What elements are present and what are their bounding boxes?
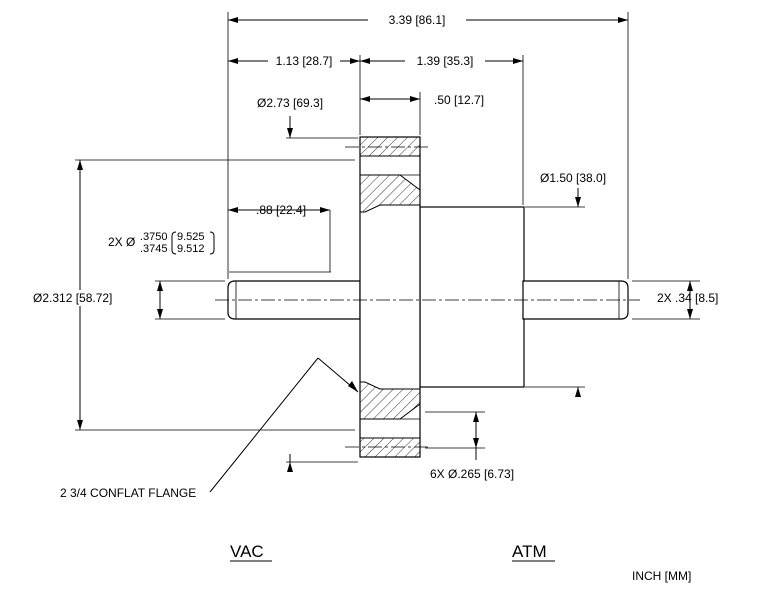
- dimension-arrow-icon: [287, 462, 293, 472]
- flange-hatch-bottom: [359, 437, 421, 458]
- vac-length-label: 1.13 [28.7]: [276, 54, 333, 68]
- pin-dia-prefix: 2X Ø: [108, 235, 135, 249]
- vac-side-label: VAC: [230, 542, 264, 561]
- dimension-arrow-icon: [157, 281, 163, 291]
- atm-body: [419, 206, 525, 388]
- dimension-arrow-icon: [350, 58, 360, 64]
- dimension-arrow-icon: [473, 412, 479, 422]
- flange-thickness-label: .50 [12.7]: [434, 93, 484, 107]
- pin-dia-ref-label: 2X .34 [8.5]: [657, 291, 718, 305]
- pin-dia-upper-mm: 9.525: [177, 231, 205, 243]
- knife-edge-top: [359, 174, 421, 213]
- dimension-arrow-icon: [687, 281, 693, 291]
- part-outline: [215, 136, 640, 458]
- dimension-arrow-icon: [360, 58, 370, 64]
- dimension-arrow-icon: [228, 17, 238, 23]
- pin-dia-lower-mm: 9.512: [177, 243, 205, 255]
- dimension-arrow-icon: [320, 207, 330, 213]
- flange-callout-label: 2 3/4 CONFLAT FLANGE: [60, 486, 196, 500]
- dimension-arrow-icon: [687, 309, 693, 319]
- atm-body-dia-label: Ø1.50 [38.0]: [540, 171, 606, 185]
- leader-line-icon: [209, 357, 359, 493]
- flange-od-label: Ø2.73 [69.3]: [257, 96, 323, 110]
- extension-lines: [75, 12, 700, 463]
- dimension-arrow-icon: [228, 207, 238, 213]
- atm-side-label: ATM: [512, 542, 547, 561]
- dimension-arrow-icon: [77, 420, 83, 430]
- flange-hatch-top: [359, 136, 421, 157]
- dimension-arrow-icon: [575, 387, 581, 397]
- dimension-arrow-icon: [287, 128, 293, 138]
- atm-length-label: 1.39 [35.3]: [417, 54, 474, 68]
- dimension-arrow-icon: [360, 96, 370, 102]
- pin-dia-upper-inch: .3750: [140, 231, 168, 243]
- vac-pin-length-label: .88 [22.4]: [256, 203, 306, 217]
- bolt-holes-label: 6X Ø.265 [6.73]: [430, 467, 514, 481]
- dimension-arrow-icon: [618, 17, 628, 23]
- units-label: INCH [MM]: [632, 569, 691, 583]
- pin-dia-lower-inch: .3745: [140, 243, 168, 255]
- dimension-arrow-icon: [410, 96, 420, 102]
- atm-pin: [522, 280, 629, 320]
- dimension-arrow-icon: [157, 309, 163, 319]
- dimension-arrow-icon: [473, 438, 479, 448]
- flange-bolt-circle-label: Ø2.312 [58.72]: [33, 291, 112, 305]
- pin-diameter-tolerance: 2X Ø .3750 .3745 9.525 9.512: [108, 231, 215, 255]
- overall-length-label: 3.39 [86.1]: [389, 13, 446, 27]
- dimension-arrow-icon: [228, 58, 238, 64]
- dimension-arrow-icon: [513, 58, 523, 64]
- dimension-arrow-icon: [575, 197, 581, 207]
- dimension-arrow-icon: [77, 160, 83, 170]
